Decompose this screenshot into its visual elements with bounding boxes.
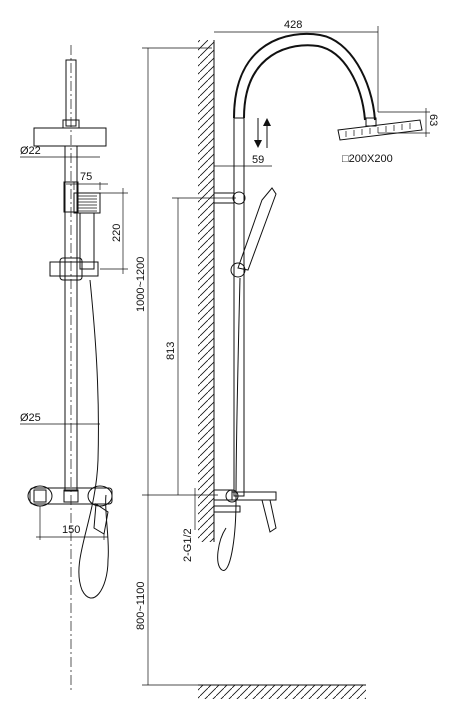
height-dimensions: 1000~1200 813 2-G1/2 800~1100 xyxy=(135,47,236,686)
side-mixer-body xyxy=(231,491,277,501)
up-down-arrows-icon xyxy=(254,118,271,148)
dim-arm-width: 428 xyxy=(284,19,302,31)
dim-holder-height: 220 xyxy=(111,224,123,242)
floor-hatch-icon xyxy=(198,685,366,699)
side-view: 428 63 59 □200X200 xyxy=(198,19,439,699)
wall-hatch-icon xyxy=(198,40,214,542)
dim-total-height: 1000~1200 xyxy=(135,257,147,312)
dim-mixer-height: 800~1100 xyxy=(135,582,147,630)
side-shower-head xyxy=(337,119,423,141)
dim-holder-width: 75 xyxy=(80,171,92,183)
dim-inlet-thread: 2-G1/2 xyxy=(182,528,194,562)
dim-riser-dia: Ø25 xyxy=(20,412,41,424)
dim-holder-to-mixer: 813 xyxy=(165,342,177,360)
front-view: Ø22 75 220 Ø25 150 xyxy=(20,45,128,690)
dim-wall-offset: 59 xyxy=(252,154,264,166)
dim-head-pipe-dia: Ø22 xyxy=(20,145,41,157)
dim-head-height: 63 xyxy=(427,114,439,126)
front-shower-head xyxy=(33,127,107,147)
side-hand-shower xyxy=(237,187,277,271)
dim-mixer-depth: 150 xyxy=(62,524,80,536)
dim-head-size: □200X200 xyxy=(342,153,393,165)
